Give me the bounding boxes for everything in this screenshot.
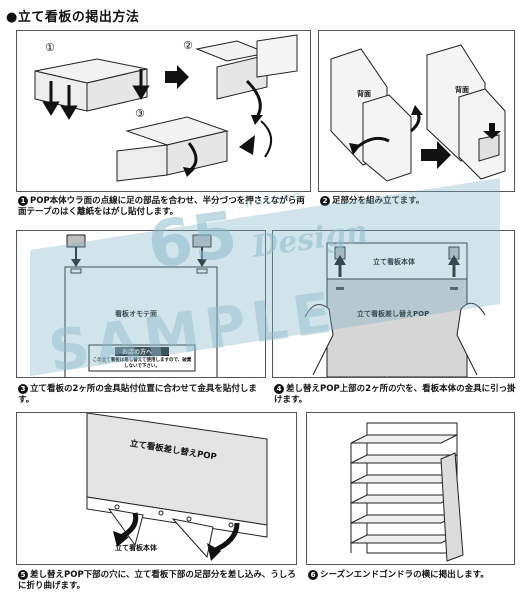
- step5-illustration: 立て看板差し替えPOP 立て看板本体: [16, 412, 297, 565]
- page-title: ●立て看板の掲出方法: [6, 10, 140, 25]
- step5-base-label: 立て看板本体: [115, 544, 157, 552]
- step6-drawing: [350, 422, 464, 562]
- step2-number: 2: [320, 196, 330, 206]
- step2-illustration: 背面 背面: [318, 30, 515, 192]
- step6-number: 6: [308, 570, 318, 580]
- step3-number: 3: [18, 384, 28, 394]
- step2-drawing: [330, 44, 506, 182]
- board-body-label: 立て看板本体: [373, 258, 415, 266]
- step3-text: 立て看板の2ヶ所の金具貼付位置に合わせて金具を貼付します。: [18, 384, 257, 405]
- step4-number: 4: [274, 384, 284, 394]
- step1-text: POP本体ウラ面の点線に足の部品を合わせ、半分づつを押さえながら両面テープのはく…: [18, 196, 305, 217]
- step1-illustration: ① ② ③: [16, 30, 311, 192]
- step5-text: 差し替えPOP下部の穴に、立て看板下部の足部分を差し込み、うしろに折り曲げます。: [18, 570, 296, 591]
- step3-illustration: 看板オモテ面 お店の方へ この立て看板は差し替えて使用しますので、破棄しないで下…: [16, 230, 266, 378]
- step2-text: 足部分を組み立てます。: [332, 196, 425, 206]
- step4-illustration: 立て看板本体 立て看板差し替えPOP: [272, 230, 515, 378]
- step4-drawing: [304, 242, 486, 377]
- step1-drawing: [34, 34, 298, 182]
- step3-drawing: [64, 234, 218, 377]
- mark-3: ③: [135, 107, 145, 120]
- replacement-pop-label: 立て看板差し替えPOP: [357, 310, 430, 318]
- step1-number: 1: [18, 196, 28, 206]
- mark-2: ②: [183, 39, 193, 52]
- back-label-2: 背面: [455, 86, 469, 94]
- step5-number: 5: [18, 570, 28, 580]
- step5-drawing: [86, 413, 268, 561]
- mark-1: ①: [45, 41, 55, 54]
- store-note-text: この立て看板は差し替えて使用しますので、破棄しないで下さい。: [92, 358, 192, 369]
- back-label-1: 背面: [357, 90, 371, 98]
- board-front-label: 看板オモテ面: [115, 310, 157, 318]
- step4-text: 差し替えPOP上部の2ヶ所の穴を、看板本体の金具に引っ掛けます。: [274, 384, 516, 405]
- step6-text: シーズンエンドゴンドラの横に掲出します。: [320, 570, 489, 580]
- store-note-title: お店の方へ: [122, 349, 153, 356]
- step6-illustration: [306, 412, 515, 565]
